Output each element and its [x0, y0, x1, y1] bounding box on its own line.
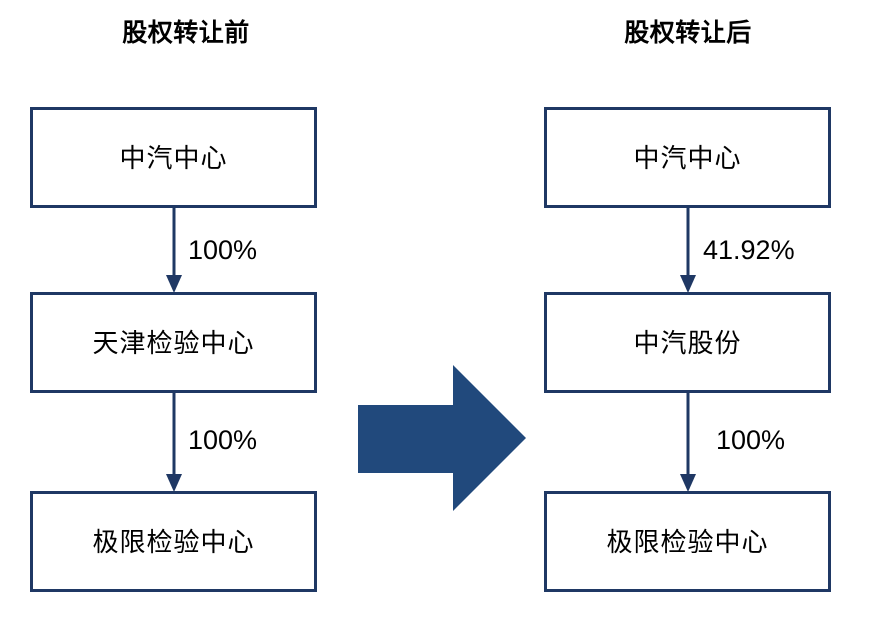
connector-arrow-before-1 — [164, 207, 184, 294]
connector-arrow-after-1 — [678, 207, 698, 294]
entity-label: 极限检验中心 — [606, 526, 769, 557]
ownership-percentage-after-2: 100% — [716, 425, 786, 455]
entity-box-after-2[interactable]: 中汽股份 — [544, 292, 831, 393]
entity-label: 中汽中心 — [633, 142, 742, 173]
connector-arrow-before-2 — [164, 392, 184, 493]
connector-arrow-after-2 — [678, 392, 698, 493]
ownership-percentage-before-2: 100% — [188, 425, 258, 455]
entity-label: 中汽中心 — [119, 142, 228, 173]
entity-box-before-1[interactable]: 中汽中心 — [30, 107, 317, 208]
column-title-after: 股权转让后 — [624, 19, 752, 47]
ownership-percentage-after-1: 41.92% — [703, 235, 795, 265]
entity-box-after-3[interactable]: 极限检验中心 — [544, 491, 831, 592]
right-arrow-icon — [358, 365, 526, 511]
entity-box-before-2[interactable]: 天津检验中心 — [30, 292, 317, 393]
entity-label: 天津检验中心 — [92, 327, 255, 358]
ownership-percentage-before-1: 100% — [188, 235, 258, 265]
entity-label: 极限检验中心 — [92, 526, 255, 557]
entity-box-before-3[interactable]: 极限检验中心 — [30, 491, 317, 592]
entity-box-after-1[interactable]: 中汽中心 — [544, 107, 831, 208]
entity-label: 中汽股份 — [633, 327, 742, 358]
column-title-before: 股权转让前 — [122, 19, 250, 47]
